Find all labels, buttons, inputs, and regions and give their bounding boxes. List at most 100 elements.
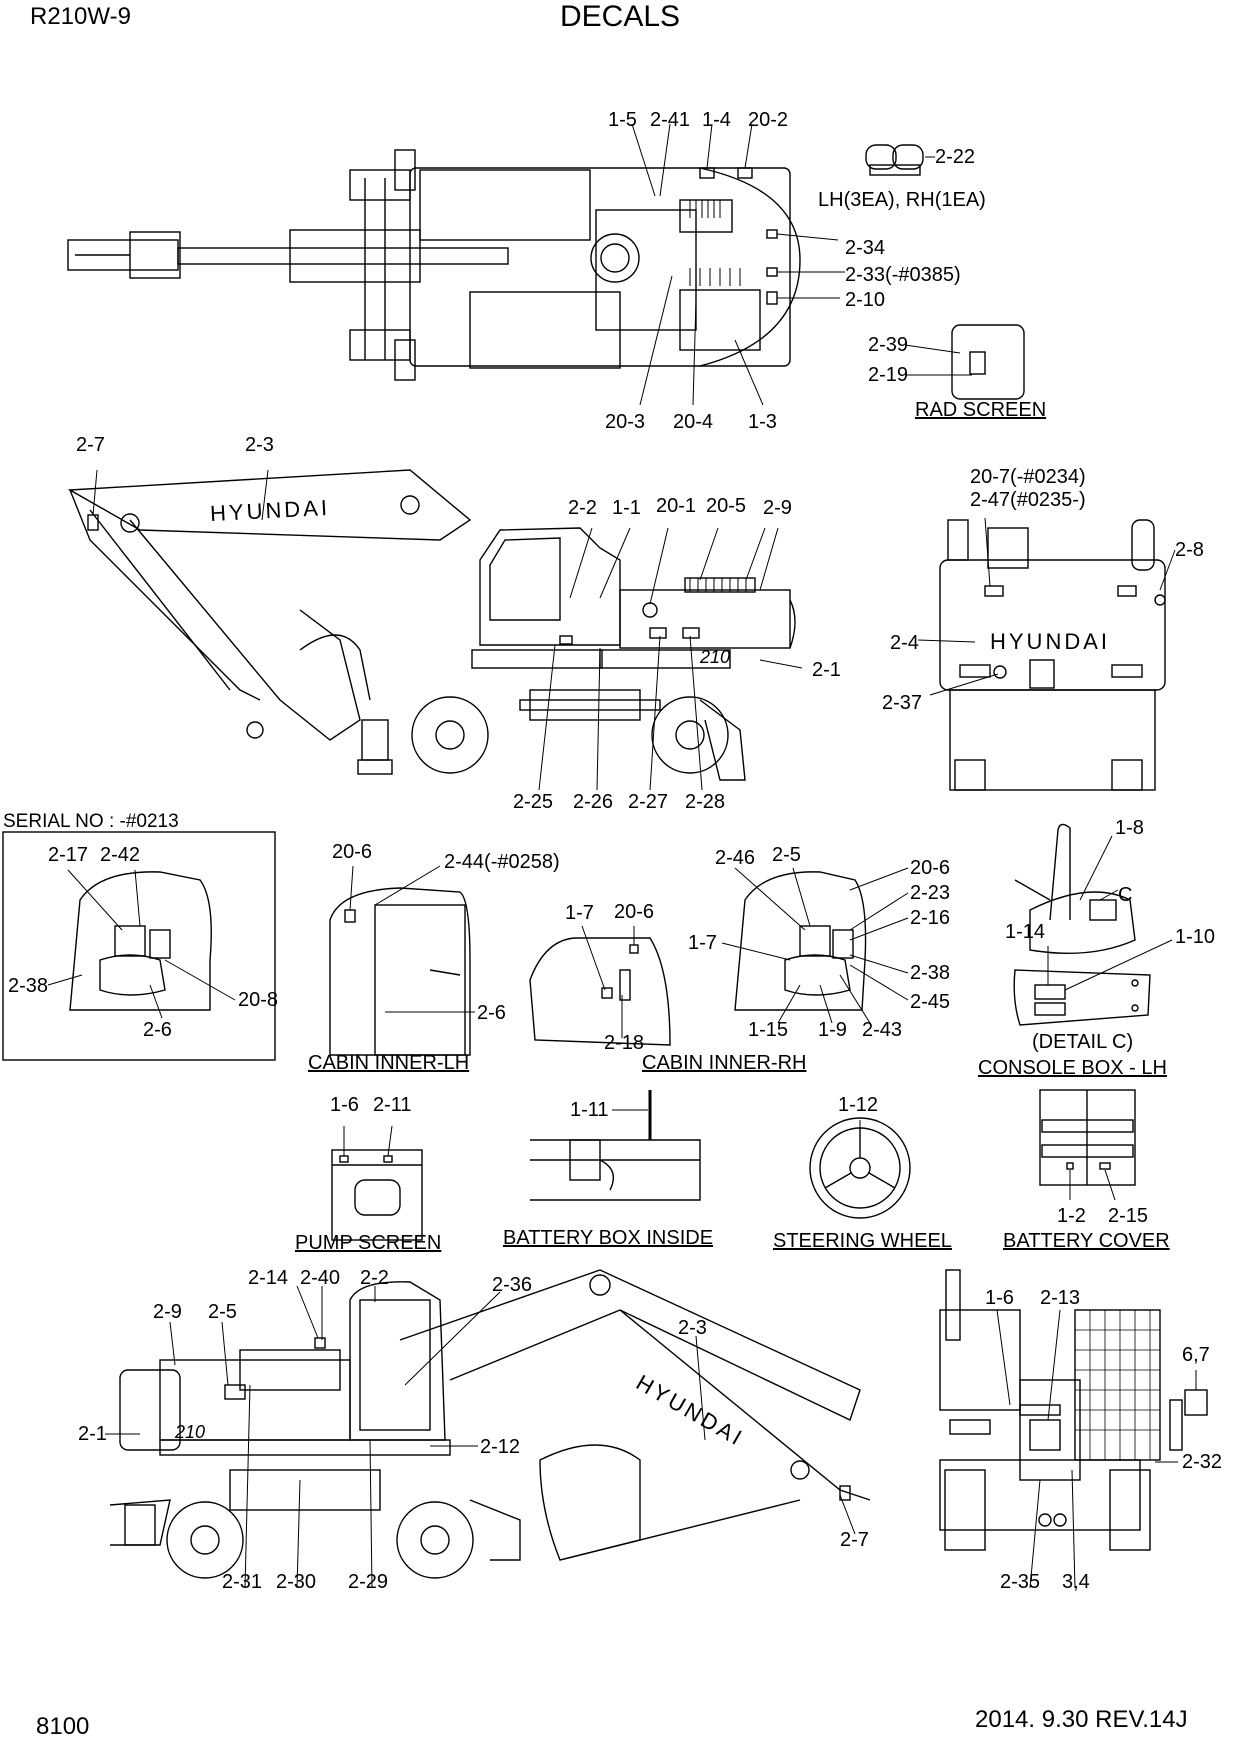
callout: 1-14 <box>1005 921 1046 943</box>
detail-c-caption: (DETAIL C) <box>1032 1031 1134 1053</box>
callout: 1-1 <box>612 497 641 519</box>
callout: 2-26 <box>573 791 614 813</box>
callout: 2-2 <box>568 497 597 519</box>
callout: 1-9 <box>818 1019 847 1041</box>
callout: 2-8 <box>1175 539 1204 561</box>
callout: 2-15 <box>1108 1205 1149 1227</box>
callout: 2-30 <box>276 1571 317 1593</box>
callout: 2-6 <box>477 1002 506 1024</box>
cabin-serial-view <box>2 831 276 1061</box>
rad-screen-caption: RAD SCREEN <box>915 399 1047 421</box>
callout: 2-1 <box>812 659 841 681</box>
callout: 1-11 <box>570 1099 609 1121</box>
callout: 2-39 <box>868 334 909 356</box>
callout: 2-43 <box>862 1019 903 1041</box>
detail-letter: C <box>1118 884 1133 906</box>
callout: 2-3 <box>245 434 274 456</box>
front-view <box>939 1269 1208 1589</box>
callout: 20-8 <box>238 989 279 1011</box>
callout: 2-35 <box>1000 1571 1041 1593</box>
callout: 1-2 <box>1057 1205 1086 1227</box>
callout: 20-6 <box>910 857 951 879</box>
callout: 2-41 <box>650 109 691 131</box>
callout: 2-29 <box>348 1571 389 1593</box>
callout: 20-6 <box>332 841 373 863</box>
callout: 2-38 <box>910 962 951 984</box>
serial-caption: SERIAL NO : -#0213 <box>3 811 179 832</box>
callout: 1-5 <box>608 109 637 131</box>
callout: 2-37 <box>882 692 923 714</box>
callout: 2-11 <box>373 1094 412 1116</box>
callout: 2-7 <box>840 1529 869 1551</box>
battery-cover-view <box>1039 1089 1136 1201</box>
battery-cover-caption: BATTERY COVER <box>1003 1230 1170 1252</box>
cabin-inner-lh-view <box>329 865 475 1056</box>
callout: 2-4 <box>890 632 919 654</box>
lh-rh-note: LH(3EA), RH(1EA) <box>818 189 986 211</box>
callout: 2-25 <box>513 791 554 813</box>
callout: 2-14 <box>248 1267 289 1289</box>
callout: 2-40 <box>300 1267 341 1289</box>
callout: 2-36 <box>492 1274 533 1296</box>
revision: 2014. 9.30 REV.14J <box>975 1706 1188 1733</box>
steering-wheel-view <box>809 1117 911 1219</box>
callout: 20-7(-#0234) <box>970 466 1086 488</box>
callout: 2-12 <box>480 1436 521 1458</box>
pump-screen-caption: PUMP SCREEN <box>295 1232 442 1254</box>
callout: 20-1 <box>656 495 697 517</box>
callout: 2-45 <box>910 991 951 1013</box>
rear-view <box>917 517 1176 791</box>
callout: 2-31 <box>222 1571 263 1593</box>
callout: 2-38 <box>8 975 49 997</box>
side-view-right <box>105 1269 871 1589</box>
callout: 1-7 <box>688 932 717 954</box>
model-badge: 210 <box>175 1422 206 1442</box>
callout: 20-3 <box>605 411 646 433</box>
callout: 2-17 <box>48 844 89 866</box>
cabin-rh-caption: CABIN INNER-RH <box>642 1052 807 1074</box>
callout: 20-4 <box>673 411 714 433</box>
battery-box-caption: BATTERY BOX INSIDE <box>503 1227 714 1249</box>
cabin-lh-caption: CABIN INNER-LH <box>308 1052 470 1074</box>
callout: 2-16 <box>910 907 951 929</box>
callout: 2-19 <box>868 364 909 386</box>
brand-text: HYUNDAI <box>990 629 1111 654</box>
callout: 2-10 <box>845 289 886 311</box>
callout: 2-3 <box>678 1317 707 1339</box>
callout: 2-13 <box>1040 1287 1081 1309</box>
console-caption: CONSOLE BOX - LH <box>978 1057 1167 1079</box>
callout: 20-2 <box>748 109 789 131</box>
callout: 2-2 <box>360 1267 389 1289</box>
cabin-inner-rh-view <box>721 867 909 1024</box>
model-badge: 210 <box>700 647 731 667</box>
pump-screen-view <box>331 1125 423 1241</box>
callout: 1-3 <box>748 411 777 433</box>
callout: 2-44(-#0258) <box>444 851 560 873</box>
callout: 1-6 <box>985 1287 1014 1309</box>
top-view <box>67 123 1025 406</box>
callout: 2-28 <box>685 791 726 813</box>
callout: 6,7 <box>1182 1344 1210 1366</box>
steering-wheel-caption: STEERING WHEEL <box>773 1230 952 1252</box>
callout: 2-27 <box>628 791 669 813</box>
console-detail-view <box>1013 823 1173 1026</box>
callout: 1-7 <box>565 902 594 924</box>
callout: 2-42 <box>100 844 141 866</box>
callout: 20-5 <box>706 495 747 517</box>
model-label: R210W-9 <box>30 3 131 30</box>
callout: 2-1 <box>78 1423 107 1445</box>
callout: 1-6 <box>330 1094 359 1116</box>
callout: 2-6 <box>143 1019 172 1041</box>
callout: 2-47(#0235-) <box>970 489 1086 511</box>
callout: 2-22 <box>935 146 976 168</box>
callout: 2-5 <box>772 844 801 866</box>
side-view-left <box>67 469 803 791</box>
callout: 1-12 <box>838 1094 879 1116</box>
callout: 1-10 <box>1175 926 1216 948</box>
callout: 2-34 <box>845 237 886 259</box>
page-title: DECALS <box>560 0 681 33</box>
callout: 2-9 <box>153 1301 182 1323</box>
callout: 3,4 <box>1062 1571 1090 1593</box>
callout: 2-23 <box>910 882 951 904</box>
